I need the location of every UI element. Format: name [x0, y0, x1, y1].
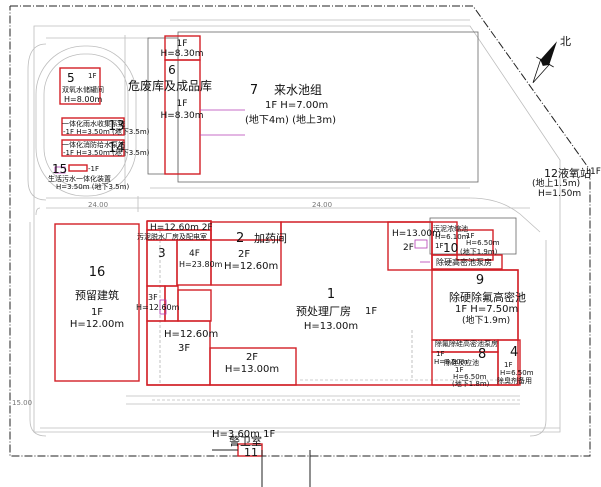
b3-height: H=12.60m	[164, 329, 219, 340]
b3-4f: 4F	[189, 249, 200, 259]
b11-number: 11	[244, 446, 258, 459]
b2-height: H=12.60m	[224, 261, 279, 272]
b8-pump-height: H=6.50m	[434, 358, 468, 366]
b8-name: 除硅反应池	[444, 359, 479, 367]
b6-top-height: H=8.30m	[160, 49, 204, 59]
b9-name: 除硬除氟高密池	[449, 291, 526, 304]
gate-lines	[212, 449, 311, 487]
b15-number: 15	[52, 162, 68, 176]
b6-number: 6	[168, 63, 176, 77]
b16-height: H=12.00m	[69, 319, 125, 330]
north-arrow-icon	[532, 41, 557, 84]
b3-number: 3	[158, 246, 166, 260]
b3-top: H=12.60m 2F	[150, 223, 213, 233]
b11-name: 警卫室	[229, 435, 262, 448]
b15-name: 生活污水一体化装置	[48, 175, 111, 183]
b9-floors-height: 1F H=7.50m	[455, 304, 519, 315]
b10-name: 污泥浓缩池	[433, 225, 468, 233]
b8-depth: (地下1.8m)	[452, 380, 490, 388]
b10-depth: (地下1.9m)	[460, 248, 498, 256]
b1-upper-floors: 2F	[403, 243, 414, 253]
b8-floors: 1F	[455, 366, 464, 374]
b1-lower-floors: 2F	[245, 352, 259, 363]
b8-pump-name: 除氟除硅高密池泵房	[435, 340, 498, 348]
road-dim-mid: 24.00	[312, 201, 333, 209]
b1-floors: 1F	[365, 306, 378, 317]
b6-height: H=8.30m	[160, 111, 204, 121]
b9-number: 9	[475, 273, 485, 288]
b13-spec: -1F H=3.50m (地下3.5m)	[63, 128, 150, 136]
b7-floors-height: 1F H=7.00m	[265, 100, 329, 111]
b11-floors-height: H=3.60m 1F	[212, 429, 276, 440]
b2-floors: 2F	[238, 249, 251, 260]
b8-pump-floors: 1F	[436, 350, 445, 358]
b6-top-floors: 1F	[176, 39, 188, 49]
red-building-outlines	[54, 35, 521, 457]
b1-number: 1	[326, 287, 336, 302]
road-dim-bottom: 15.00	[12, 399, 33, 407]
b16-name: 预留建筑	[75, 289, 119, 302]
b12-floors: 1F	[590, 167, 601, 177]
b1-upper-height: H=13.00m	[392, 229, 441, 239]
b5-height: H=8.00m	[64, 95, 103, 104]
b3-3f: 3F	[148, 293, 158, 302]
road-dim-top: 24.00	[88, 201, 109, 209]
b1-height: H=13.00m	[303, 321, 359, 332]
b10-floors: 1F	[466, 232, 475, 240]
b6-floors: 1F	[176, 99, 188, 109]
b5-name: 双氧水储罐间	[62, 86, 104, 94]
b3-4f-height: H=23.80m	[179, 260, 223, 269]
b15-spec: H=3.50m (地下3.5m)	[56, 183, 130, 191]
b3-floors: 3F	[178, 343, 191, 354]
b10-height: H=6.50m	[466, 239, 500, 247]
b7-name: 来水池组	[274, 83, 323, 97]
b4-floors: 1F	[504, 361, 513, 369]
b14-name: 一体化消防给水泵站	[62, 141, 125, 149]
b10-number: 10	[443, 241, 459, 255]
b5-number: 5	[67, 71, 75, 85]
site-boundary	[9, 5, 591, 457]
b8-height: H=6.50m	[453, 373, 487, 381]
b12-number: 12	[544, 167, 558, 180]
b14-spec: -1F H=3.50m (地下3.5m)	[63, 149, 150, 157]
b7-number: 7	[249, 83, 259, 98]
b13-number: 13	[108, 119, 125, 134]
b16-number: 16	[88, 265, 106, 280]
b9-depth: (地下1.9m)	[462, 316, 511, 326]
gray-building-outlines	[147, 31, 517, 255]
b6-name: 危废库及成品库	[128, 79, 213, 93]
b12-name: 液氧站	[558, 167, 591, 180]
north-label: 北	[560, 35, 571, 48]
b7-depth: (地下4m) (地上3m)	[245, 115, 336, 126]
magenta-lines	[54, 109, 430, 315]
b12-height: H=1.50m	[538, 189, 582, 199]
b2-number: 2	[236, 231, 245, 246]
b13-name: 一体化雨水收集系统	[62, 120, 125, 128]
b3-sub1: 污泥脱水厂房及配电室	[137, 233, 207, 241]
b3-3f-height: H=12.60m	[136, 303, 180, 312]
oval-track	[35, 45, 137, 197]
b12-depth: (地上1.5m)	[532, 179, 581, 189]
b14-number: 14	[108, 141, 125, 156]
b10-sub: 除硬高密池泵房	[436, 258, 492, 267]
b1-lower-height: H=13.00m	[224, 364, 280, 375]
b8-number: 8	[478, 347, 487, 362]
b5-floors: 1F	[88, 72, 97, 80]
b10-left-height: H=6.10m	[435, 233, 469, 241]
b4-name: 除臭剂备用	[497, 377, 532, 385]
b1-name: 预处理厂房	[296, 305, 351, 318]
b4-height: H=6.50m	[500, 369, 534, 377]
b4-number: 4	[510, 345, 519, 360]
b2-name: 加药间	[254, 232, 287, 245]
b10-left-floors: 1F	[435, 242, 444, 250]
b15-floors: -1F	[88, 165, 100, 173]
b16-floors: 1F	[90, 307, 104, 318]
